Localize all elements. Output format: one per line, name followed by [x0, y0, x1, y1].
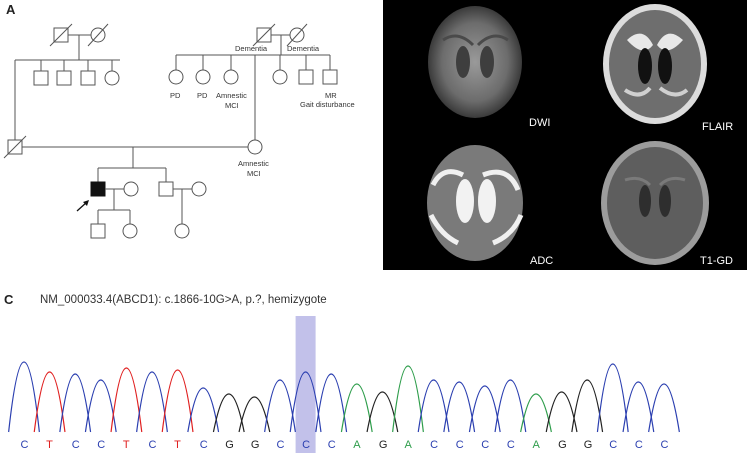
- pedigree-diagram: Dementia Dementia PD PD Amnestic MCI MR …: [3, 23, 355, 239]
- mri-label-flair: FLAIR: [702, 121, 734, 133]
- base-letter: A: [353, 439, 361, 451]
- label-gait-disturbance: Gait disturbance: [300, 100, 355, 109]
- trace-peak: [59, 373, 92, 433]
- pedigree-ii-female-1: [104, 70, 120, 86]
- panel-label-c: C: [4, 292, 14, 307]
- pedigree-ii-female-2: [272, 69, 288, 85]
- panel-label-a: A: [6, 2, 16, 17]
- trace-peak: [33, 371, 66, 433]
- label-mr: MR: [325, 91, 337, 100]
- pedigree-ii-male-1: [33, 70, 49, 86]
- pedigree-iii-sibling-spouse: [191, 181, 207, 197]
- trace-peak: [212, 393, 245, 433]
- trace-peak: [84, 379, 117, 433]
- base-letter: G: [225, 439, 234, 451]
- base-letter: C: [97, 439, 105, 451]
- trace-peak: [622, 381, 655, 433]
- pedigree-ii-female-pd-1: [168, 69, 184, 85]
- label-mother-mci: MCI: [247, 169, 261, 178]
- label-dementia-2: Dementia: [287, 44, 320, 53]
- base-letter: C: [277, 439, 285, 451]
- trace-peak: [340, 383, 373, 433]
- pedigree-ii-male-2: [56, 70, 72, 86]
- base-letter: C: [302, 439, 310, 451]
- mri-label-t1gd: T1-GD: [700, 255, 733, 267]
- base-letter: T: [46, 439, 53, 451]
- pedigree-iv-female-2: [174, 223, 190, 239]
- pedigree-ii-female-mother: [247, 139, 263, 155]
- mri-dwi-image: [383, 0, 565, 135]
- pedigree-proband-spouse: [123, 181, 139, 197]
- pedigree-ii-female-amnestic-mci: [223, 69, 239, 85]
- pedigree-ii-female-pd-2: [195, 69, 211, 85]
- trace-peak: [136, 371, 168, 433]
- pedigree-ii-male-4: [298, 69, 314, 85]
- base-letter: C: [609, 439, 617, 451]
- trace-peak: [264, 379, 296, 433]
- base-letter: C: [507, 439, 515, 451]
- base-letter: C: [456, 439, 464, 451]
- trace-peak: [392, 365, 424, 433]
- trace-peak: [161, 369, 194, 433]
- trace-peak: [596, 363, 629, 433]
- base-letter: G: [584, 439, 593, 451]
- base-letter: A: [533, 439, 541, 451]
- base-letter: C: [21, 439, 29, 451]
- base-letter: G: [251, 439, 260, 451]
- base-letter: G: [379, 439, 388, 451]
- mri-label-adc: ADC: [530, 255, 554, 267]
- label-pd-1: PD: [170, 91, 181, 100]
- label-pd-2: PD: [197, 91, 208, 100]
- mri-flair-image: [565, 0, 747, 135]
- label-mci: MCI: [225, 101, 239, 110]
- base-letter: C: [200, 439, 208, 451]
- label-amnestic: Amnestic: [216, 91, 247, 100]
- trace-peak: [571, 379, 604, 433]
- trace-peak: [289, 371, 322, 433]
- trace-peak: [187, 387, 220, 433]
- trace-peak: [520, 393, 552, 433]
- trace-peak: [8, 361, 40, 433]
- base-letter: C: [481, 439, 489, 451]
- base-letter: G: [558, 439, 567, 451]
- base-letter: T: [123, 439, 130, 451]
- base-letter: C: [635, 439, 643, 451]
- pedigree-ii-male-mr: [322, 69, 338, 85]
- pedigree-iv-female-1: [122, 223, 138, 239]
- base-letter: T: [174, 439, 181, 451]
- trace-peak: [443, 381, 476, 433]
- trace-peak: [110, 367, 143, 433]
- base-letter: A: [405, 439, 413, 451]
- base-letter: C: [149, 439, 157, 451]
- sequence-title: NM_000033.4(ABCD1): c.1866-10G>A, p.?, h…: [40, 294, 327, 306]
- variant-highlight: [295, 316, 316, 453]
- mri-panel: DWI FLAIR ADC T1-GD: [383, 0, 747, 270]
- trace-peak: [468, 385, 501, 433]
- pedigree-ii-male-3: [80, 70, 96, 86]
- base-letter: C: [72, 439, 80, 451]
- mri-label-dwi: DWI: [529, 117, 551, 129]
- mri-adc-image: [383, 135, 565, 270]
- proband-arrow-icon: [76, 200, 89, 212]
- trace-peak: [494, 379, 527, 433]
- label-mother-amnestic: Amnestic: [238, 159, 269, 168]
- mri-t1gd-image: [565, 135, 747, 270]
- base-letter: C: [661, 439, 669, 451]
- trace-peak: [315, 373, 348, 433]
- label-dementia-1: Dementia: [235, 44, 268, 53]
- pedigree-iv-male-1: [90, 223, 106, 239]
- base-letter: C: [328, 439, 336, 451]
- trace-peak: [648, 383, 680, 433]
- base-letter: C: [430, 439, 438, 451]
- trace-peak: [417, 379, 450, 433]
